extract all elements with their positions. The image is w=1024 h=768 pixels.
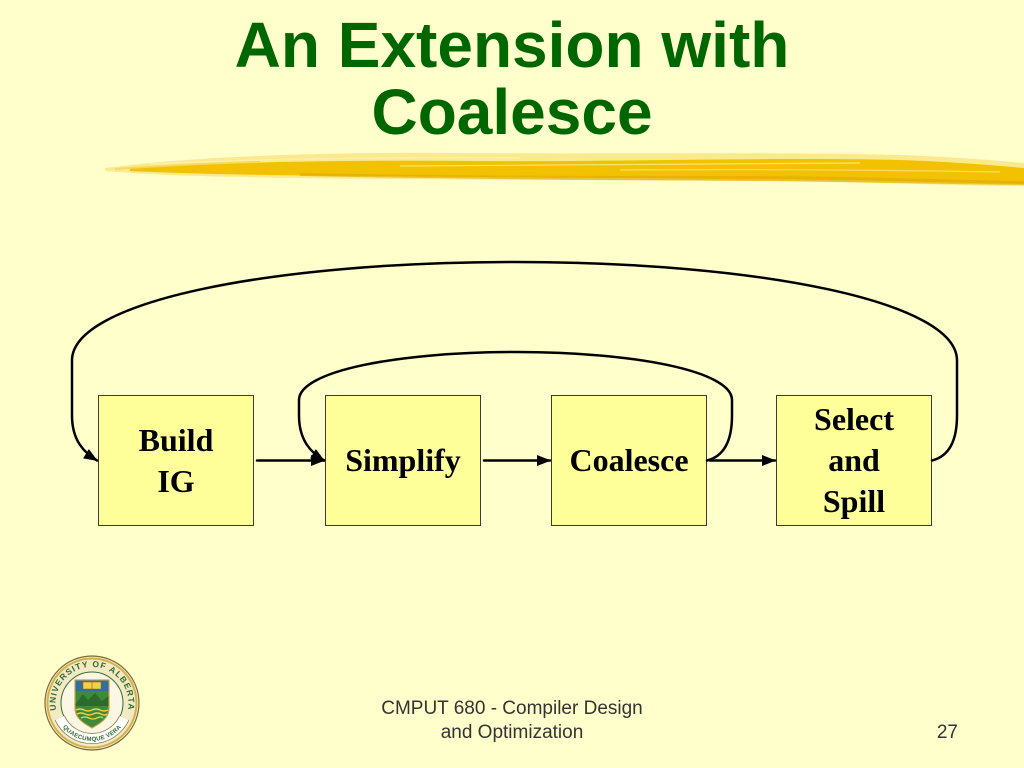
- select-and-spill-label-line-3: Spill: [822, 483, 886, 519]
- coalesce-box: Coalesce: [551, 395, 707, 526]
- select-and-spill-box: Select and Spill: [776, 395, 932, 526]
- book-icon: [82, 681, 102, 690]
- logo-gold-ring: [46, 657, 138, 749]
- logo-shield: [74, 679, 110, 729]
- build-ig-label-line-1: Build: [138, 421, 214, 458]
- title-line-2: Coalesce: [371, 76, 653, 148]
- coalesce-label: Coalesce: [569, 442, 689, 478]
- footer-line-2: and Optimization: [440, 722, 584, 743]
- build-ig-label-line-2: IG: [157, 462, 195, 499]
- build-ig-box: Build IG: [98, 395, 254, 526]
- slide-title: An Extension with Coalesce: [0, 12, 1024, 146]
- mountains-icon: [75, 693, 109, 706]
- page-number: 27: [936, 722, 958, 743]
- footer-line-1: CMPUT 680 - Compiler Design: [381, 698, 643, 719]
- select-and-spill-label-line-1: Select: [814, 401, 894, 437]
- university-logo: UNIVERSITY OF ALBERTA QUAECUMQUE VERA: [44, 655, 140, 751]
- footer-course-title: CMPUT 680 - Compiler Design and Optimiza…: [312, 697, 712, 745]
- title-line-1: An Extension with: [234, 9, 790, 81]
- select-and-spill-label-line-2: and: [828, 442, 880, 478]
- simplify-box: Simplify: [325, 395, 481, 526]
- logo-banner: [55, 715, 129, 744]
- simplify-label: Simplify: [345, 442, 461, 478]
